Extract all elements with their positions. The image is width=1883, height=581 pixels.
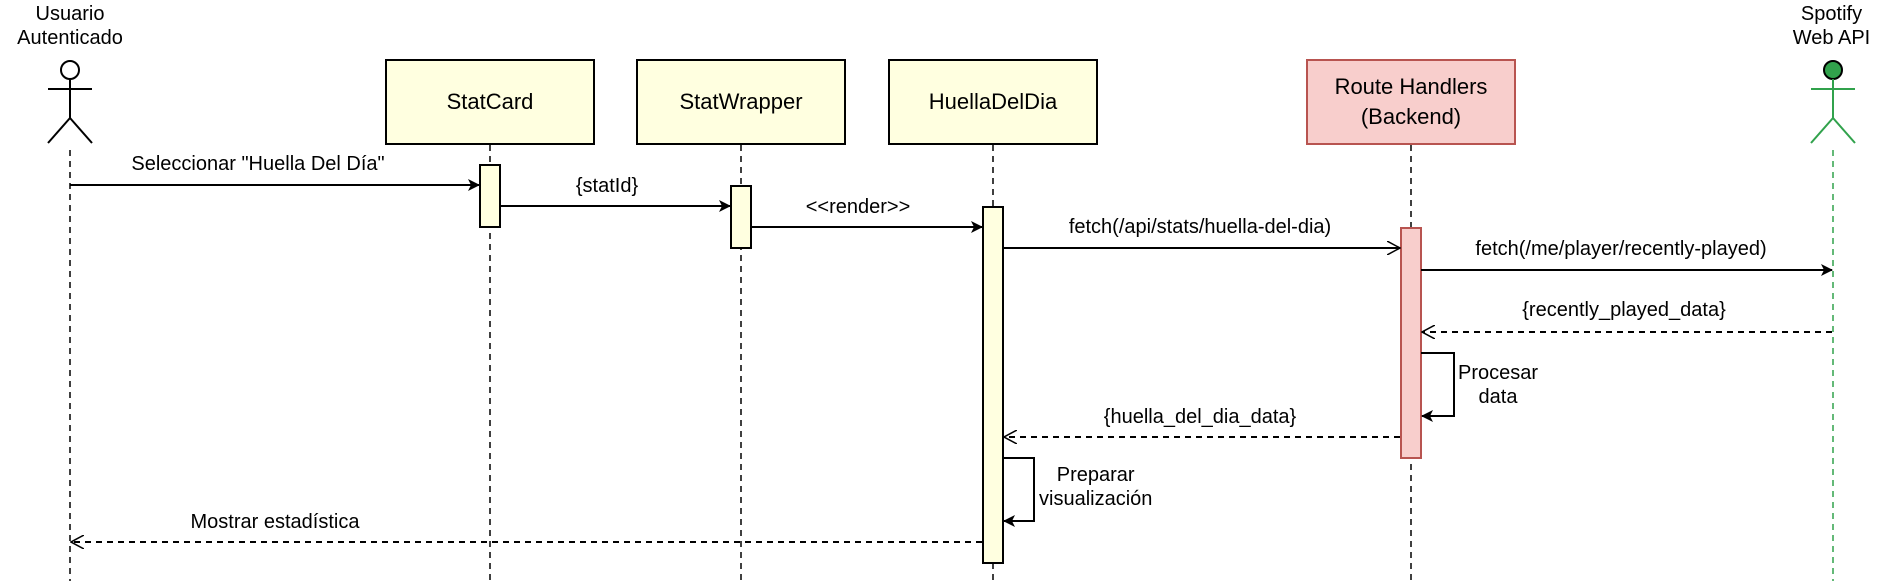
self-message-arrow-procesar <box>1421 352 1455 422</box>
user-actor-label-line2: Autenticado <box>17 27 123 49</box>
spotify-actor-icon <box>1810 60 1856 144</box>
message-label-9: Preparar visualización <box>1039 463 1152 511</box>
message-label-9-line1: Preparar <box>1056 464 1135 486</box>
message-label-3: <<render>> <box>805 196 911 218</box>
message-label-7-line2: data <box>1478 386 1518 408</box>
message-label-1: Seleccionar "Huella Del Día" <box>131 153 385 175</box>
spotify-actor-label-line2: Web API <box>1792 27 1871 49</box>
participant-backend: Route Handlers (Backend) <box>1306 59 1516 145</box>
participant-statwrapper-label: StatWrapper <box>679 89 803 114</box>
activation-statwrapper <box>730 185 752 249</box>
user-actor-label-line1: Usuario <box>35 3 105 25</box>
message-label-10: Mostrar estadística <box>190 511 360 533</box>
message-label-8: {huella_del_dia_data} <box>1103 406 1297 428</box>
message-label-2: {statId} <box>575 175 639 197</box>
spotify-actor-label-line1: Spotify <box>1800 3 1863 25</box>
spotify-actor-label: Spotify Web API <box>1780 2 1883 50</box>
participant-backend-label-line1: Route Handlers <box>1334 74 1488 99</box>
user-actor-icon <box>47 60 93 144</box>
participant-statcard: StatCard <box>385 59 595 145</box>
message-label-5: fetch(/me/player/recently-played) <box>1475 238 1767 260</box>
participant-statwrapper: StatWrapper <box>636 59 846 145</box>
participant-statcard-label: StatCard <box>446 89 534 114</box>
activation-huella <box>982 206 1004 564</box>
activation-statcard <box>479 164 501 228</box>
participant-huella: HuellaDelDia <box>888 59 1098 145</box>
self-message-arrow-preparar <box>1003 457 1035 527</box>
message-label-9-line2: visualización <box>1039 488 1153 510</box>
participant-huella-label: HuellaDelDia <box>928 89 1058 114</box>
message-label-7: Procesar data <box>1458 361 1538 409</box>
message-label-4: fetch(/api/stats/huella-del-dia) <box>1068 216 1332 238</box>
participant-backend-label-line2: (Backend) <box>1360 104 1462 129</box>
user-actor-label: Usuario Autenticado <box>17 2 123 50</box>
message-label-7-line1: Procesar <box>1458 362 1539 384</box>
message-label-6: {recently_played_data} <box>1522 299 1726 321</box>
activation-backend <box>1400 227 1422 459</box>
